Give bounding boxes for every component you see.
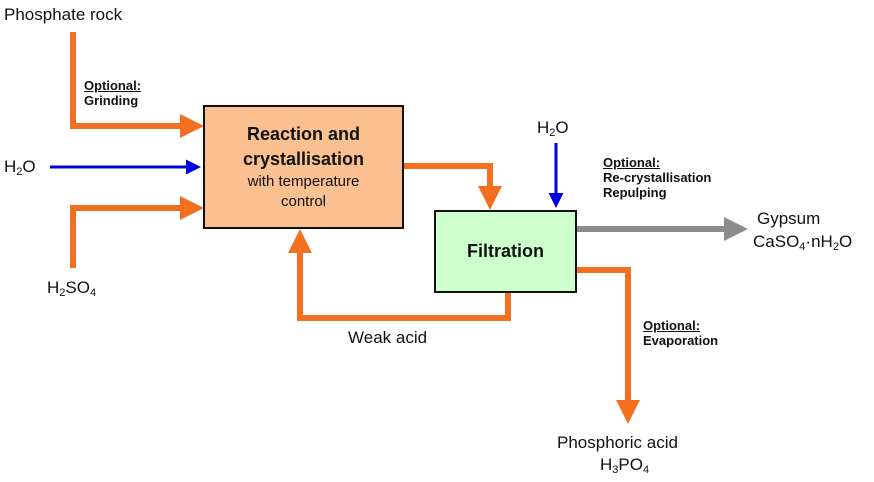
optional-grinding-text: Grinding [84, 93, 139, 108]
arrow-sulfuric-acid-feed [70, 196, 204, 268]
optional-recrystallisation-text: Re-crystallisation [603, 170, 712, 185]
reaction-title-line2: crystallisation [242, 149, 365, 169]
optional-evaporation-text: Evaporation [643, 333, 719, 348]
reaction-crystallisation-box: Reaction and crystallisation with temper… [203, 105, 404, 229]
optional-recrystallisation-title: Optional: [603, 155, 661, 170]
water-top-label: H2O [537, 118, 569, 139]
optional-evaporation-note: Optional: Evaporation [643, 318, 718, 348]
phosphoric-acid-label: Phosphoric acid [557, 433, 678, 452]
arrow-weak-acid-recycle [288, 229, 511, 321]
phosphate-rock-label: Phosphate rock [4, 5, 123, 24]
gypsum-formula: CaSO4·nH2O [753, 232, 853, 253]
arrow-phosphoric-acid-product [577, 267, 640, 424]
weak-acid-label: Weak acid [348, 328, 428, 347]
arrow-reaction-to-filtration [404, 163, 502, 210]
filtration-box: Filtration [434, 210, 577, 293]
sulfuric-acid-label: H2SO4 [47, 278, 97, 299]
optional-grinding-note: Optional: Grinding [84, 78, 141, 108]
reaction-sub-line2: control [280, 193, 327, 210]
gypsum-label: Gypsum [757, 209, 821, 228]
phosphoric-acid-formula: H3PO4 [600, 455, 650, 476]
optional-evaporation-title: Optional: [643, 318, 701, 333]
filtration-label: Filtration [467, 241, 544, 261]
optional-repulping-text: Repulping [603, 185, 667, 200]
optional-grinding-title: Optional: [84, 78, 142, 93]
reaction-title-line1: Reaction and [246, 124, 361, 144]
reaction-sub-line1: with temperature [247, 173, 360, 190]
water-left-label: H2O [4, 157, 36, 178]
optional-recrystallisation-note: Optional: Re-crystallisation Repulping [603, 155, 711, 200]
arrow-phosphate-rock-feed [70, 32, 204, 138]
